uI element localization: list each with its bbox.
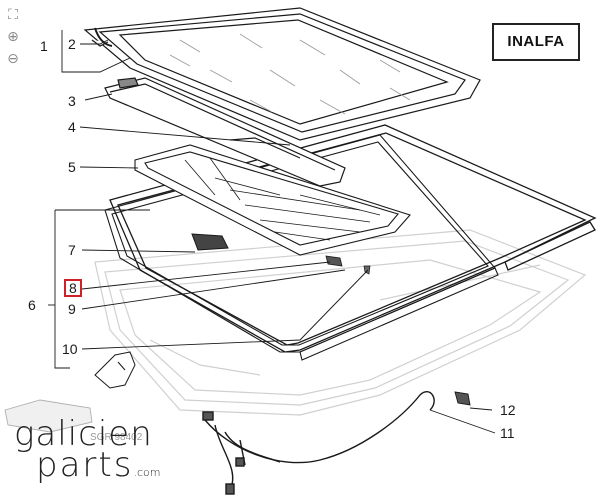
callout-12[interactable]: 12 xyxy=(500,402,516,418)
sunshade-frame xyxy=(134,144,411,256)
bracket-lower-left xyxy=(94,351,136,389)
watermark-domain: .com xyxy=(133,466,161,479)
watermark-line-2: parts.com xyxy=(36,448,161,488)
watermark-line-1: galicien xyxy=(14,414,153,454)
leader-lines xyxy=(48,30,496,434)
sunshade-ribs xyxy=(184,157,381,241)
zoom-in-icon[interactable]: ⊕ xyxy=(7,29,19,45)
callout-10[interactable]: 10 xyxy=(62,341,78,357)
watermark-logo: galicien parts.com xyxy=(14,414,161,488)
part-8-bracket xyxy=(325,255,343,267)
callout-7[interactable]: 7 xyxy=(68,242,76,258)
glass-seal-end xyxy=(94,27,113,47)
callout-5[interactable]: 5 xyxy=(68,159,76,175)
callout-6[interactable]: 6 xyxy=(28,297,36,313)
part-12-connector xyxy=(454,391,471,406)
callout-1[interactable]: 1 xyxy=(40,38,48,54)
callout-2[interactable]: 2 xyxy=(68,36,76,52)
motor-assembly-ghost xyxy=(4,399,93,433)
glass-hatching xyxy=(169,33,411,115)
glass-panel xyxy=(83,7,481,141)
fit-screen-icon[interactable]: ⛶ xyxy=(8,7,18,23)
zoom-out-icon[interactable]: ⊖ xyxy=(7,51,19,67)
callout-3[interactable]: 3 xyxy=(68,93,76,109)
drawing-reference: SGR 98402 xyxy=(90,432,143,443)
deflector-bar xyxy=(104,77,346,187)
callout-8-selected[interactable]: 8 xyxy=(64,279,82,297)
inner-seal-frame xyxy=(104,134,499,361)
callout-9[interactable]: 9 xyxy=(68,301,76,317)
watermark-parts: parts xyxy=(36,445,134,485)
brand-label: INALFA xyxy=(492,23,580,61)
part-7-clip xyxy=(191,233,229,251)
part-11-wire-harness xyxy=(202,391,435,495)
zoom-toolbar: ⛶ ⊕ ⊖ xyxy=(4,6,24,72)
callout-11[interactable]: 11 xyxy=(500,425,515,441)
callout-4[interactable]: 4 xyxy=(68,119,76,135)
